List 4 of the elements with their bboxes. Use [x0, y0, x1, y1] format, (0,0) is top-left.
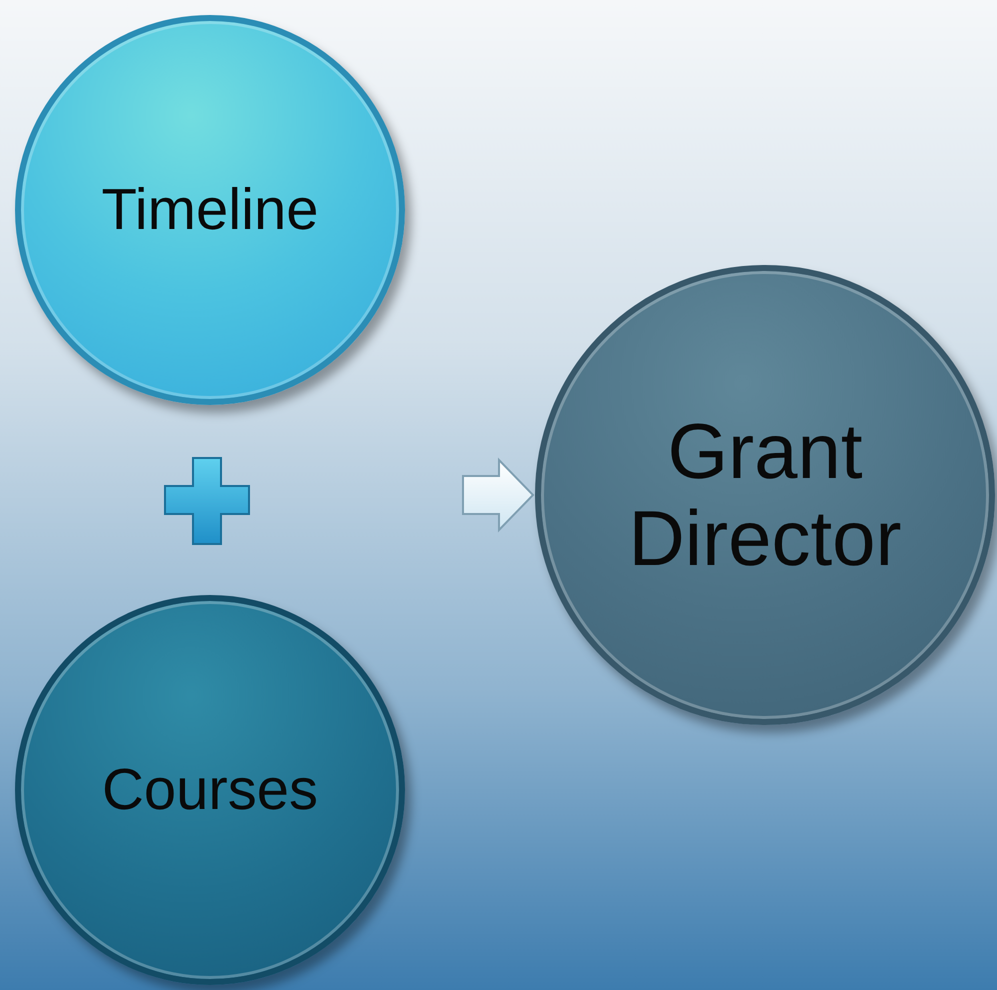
node-label: Timeline: [100, 178, 320, 242]
node-label: Courses: [101, 758, 319, 822]
node-label: Grant Director: [627, 408, 903, 582]
block-arrow: [462, 458, 534, 532]
